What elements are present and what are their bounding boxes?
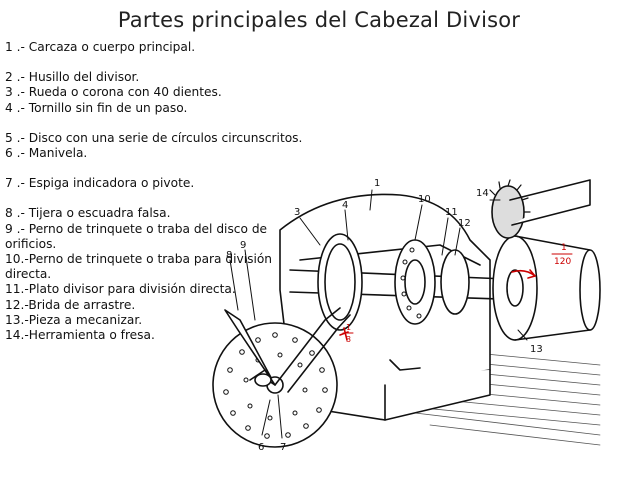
label-14: 14 [476, 188, 489, 199]
worm-shaft [274, 307, 351, 393]
label-11: 11 [445, 207, 458, 218]
dividing-head-illustration: 1 3 4 10 11 12 14 13 9 8 6 7 1 120 1 3 [212, 178, 601, 453]
label-12: 12 [458, 218, 471, 229]
part-item: 12.-Brida de arrastre. [5, 297, 136, 312]
label-6: 6 [258, 442, 264, 453]
svg-text:3: 3 [346, 335, 351, 344]
direct-index-plate [394, 239, 436, 325]
label-8: 8 [226, 250, 232, 261]
svg-text:1: 1 [346, 323, 351, 332]
label-7: 7 [280, 442, 286, 453]
spacer [5, 116, 305, 131]
part-item: 4 .- Tornillo sin fin de un paso. [5, 100, 188, 115]
part-item: 10.-Perno de trinquete o traba para divi… [5, 252, 276, 282]
spacer [5, 55, 305, 70]
rotation-arrow [511, 269, 536, 279]
label-10: 10 [418, 194, 431, 205]
workpiece [492, 235, 538, 341]
parts-list: 1 .- Carcaza o cuerpo principal. 2 .- Hus… [5, 40, 305, 343]
crank-handle [224, 309, 284, 394]
ratio-1-3: 1 3 [342, 323, 354, 344]
part-item: 7 .- Espiga indicadora o pivote. [5, 176, 195, 191]
part-item: 14.-Herramienta o fresa. [5, 328, 155, 343]
plate-holes [400, 247, 422, 319]
label-1: 1 [374, 178, 380, 189]
part-item: 9 .- Perno de trinquete o traba del disc… [5, 221, 271, 251]
part-item: 3 .- Rueda o corona con 40 dientes. [5, 85, 222, 100]
svg-text:1: 1 [561, 243, 567, 253]
svg-text:120: 120 [554, 257, 571, 267]
label-4: 4 [342, 200, 348, 211]
leader-lines [229, 189, 528, 439]
part-item: 8 .- Tijera o escuadra falsa. [5, 206, 171, 221]
ratio-1-120: 1 120 [551, 243, 573, 267]
page-title: Partes principales del Cabezal Divisor [117, 8, 521, 32]
part-item: 5 .- Disco con una serie de círculos cir… [5, 130, 303, 145]
milling-cutter [489, 179, 591, 239]
part-item: 11.-Plato divisor para división directa. [5, 282, 236, 297]
label-9: 9 [240, 240, 246, 251]
label-13: 13 [530, 344, 543, 355]
part-item: 2 .- Husillo del divisor. [5, 70, 140, 85]
part-item: 1 .- Carcaza o cuerpo principal. [5, 40, 196, 54]
label-3: 3 [294, 207, 300, 218]
part-item: 13.-Pieza a mecanizar. [5, 312, 143, 327]
part-item: 6 .- Manivela. [5, 146, 88, 161]
drive-flange [440, 249, 470, 315]
